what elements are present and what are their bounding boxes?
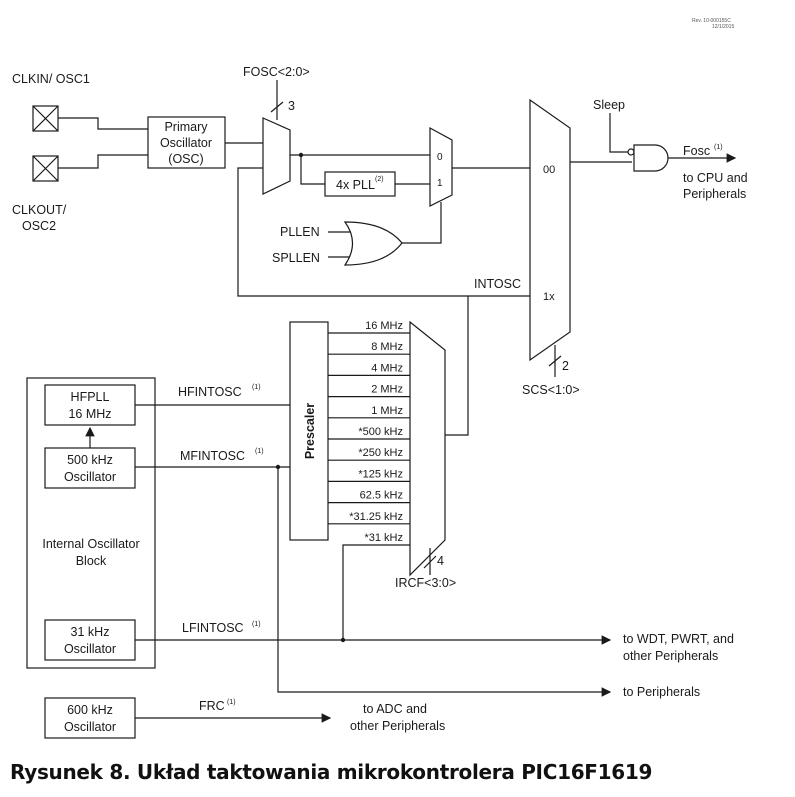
svg-text:16 MHz: 16 MHz [68,407,111,421]
clkout-label-1: CLKOUT/ [12,203,67,217]
svg-text:Oscillator: Oscillator [160,136,212,150]
prescaler-tap-label: 16 MHz [365,320,403,332]
svg-text:(OSC): (OSC) [168,152,203,166]
pll-mux-in1: 1 [437,178,443,189]
frc-label: FRC [199,699,225,713]
mux-in-1x: 1x [543,291,555,303]
svg-text:HFPLL: HFPLL [71,390,110,404]
hfintosc-label: HFINTOSC [178,385,242,399]
svg-text:(1): (1) [255,448,264,455]
svg-text:600 kHz: 600 kHz [67,703,113,717]
mux-in-00: 00 [543,164,555,176]
prescaler-tap-label: *500 kHz [358,426,403,438]
prescaler-tap-label: *31.25 kHz [349,511,403,523]
prescaler-tap-label: 62.5 kHz [360,490,403,502]
or-gate [343,221,403,266]
svg-text:(2): (2) [375,176,384,183]
clkout-pad [32,155,59,182]
fosc-bus-width: 3 [288,99,295,113]
prescaler-tap-label: 1 MHz [371,405,403,417]
primary-oscillator-block: Primary Oscillator (OSC) [147,116,226,169]
prescaler-tap-label: 2 MHz [371,384,403,396]
wdt-dest-1: to WDT, PWRT, and [623,632,734,646]
svg-text:(1): (1) [252,384,261,391]
frc-oscillator-block: 600 kHz Oscillator [44,697,136,739]
revision-line1: Rev. 10-000155C [692,18,731,24]
lfintosc-label: LFINTOSC [182,621,244,635]
svg-text:Oscillator: Oscillator [64,642,116,656]
svg-text:(1): (1) [227,699,236,706]
svg-text:4x PLL: 4x PLL [336,178,375,192]
spllen-label: SPLLEN [272,251,320,265]
adc-dest-2: other Peripherals [350,719,445,733]
adc-dest-1: to ADC and [363,702,427,716]
prescaler-tap-label: *31 kHz [364,532,403,544]
and-gate [633,144,669,172]
lf-oscillator-block: 31 kHz Oscillator [44,619,136,661]
system-clock-mux [529,98,571,362]
internal-block-title-1: Internal Oscillator [42,537,139,551]
irc-mux [409,320,446,577]
scs-select-label: SCS<1:0> [522,383,580,397]
sleep-label: Sleep [593,98,625,112]
prescaler-label: Prescaler [303,403,317,459]
prescaler-tap-label: 4 MHz [371,362,403,374]
internal-block-title-2: Block [76,554,107,568]
svg-text:500 kHz: 500 kHz [67,453,113,467]
clkout-label-2: OSC2 [22,219,56,233]
svg-text:Oscillator: Oscillator [64,470,116,484]
clkin-pad [32,105,59,132]
cpu-dest-2: Peripherals [683,187,746,201]
svg-text:(1): (1) [252,621,261,628]
prescaler-tap-label: *125 kHz [358,468,403,480]
svg-text:Primary: Primary [164,120,208,134]
mfintosc-label: MFINTOSC [180,449,245,463]
figure-caption: Rysunek 8. Układ taktowania mikrokontrol… [10,760,653,784]
pll-block: 4x PLL (2) [324,171,396,197]
cpu-dest-1: to CPU and [683,171,748,185]
prescaler-taps: 16 MHz 8 MHz 4 MHz 2 MHz 1 MHz *500 kHz *250 k… [328,320,410,544]
ircf-select-label: IRCF<3:0> [395,576,456,590]
periph-dest: to Peripherals [623,685,700,699]
revision-line2: 12/1/2015 [712,24,734,30]
prescaler-tap-label: 8 MHz [371,341,403,353]
fosc-label: Fosc [683,144,710,158]
clkin-label: CLKIN/ OSC1 [12,72,90,86]
svg-text:Oscillator: Oscillator [64,720,116,734]
pll-mux [429,126,453,207]
mf-oscillator-block: 500 kHz Oscillator [44,447,136,489]
fosc-mux [262,117,291,195]
prescaler-tap-label: *250 kHz [358,447,403,459]
ircf-bus-width: 4 [437,554,444,568]
svg-text:(1): (1) [714,144,723,151]
internal-oscillator-block [26,377,156,669]
intosc-label: INTOSC [474,277,521,291]
pllen-label: PLLEN [280,225,320,239]
fosc-select-label: FOSC<2:0> [243,65,310,79]
prescaler-block [289,321,329,541]
svg-text:31 kHz: 31 kHz [71,625,110,639]
wdt-dest-2: other Peripherals [623,649,718,663]
scs-bus-width: 2 [562,359,569,373]
pll-mux-in0: 0 [437,152,443,163]
hfpll-block: HFPLL 16 MHz [44,384,136,426]
